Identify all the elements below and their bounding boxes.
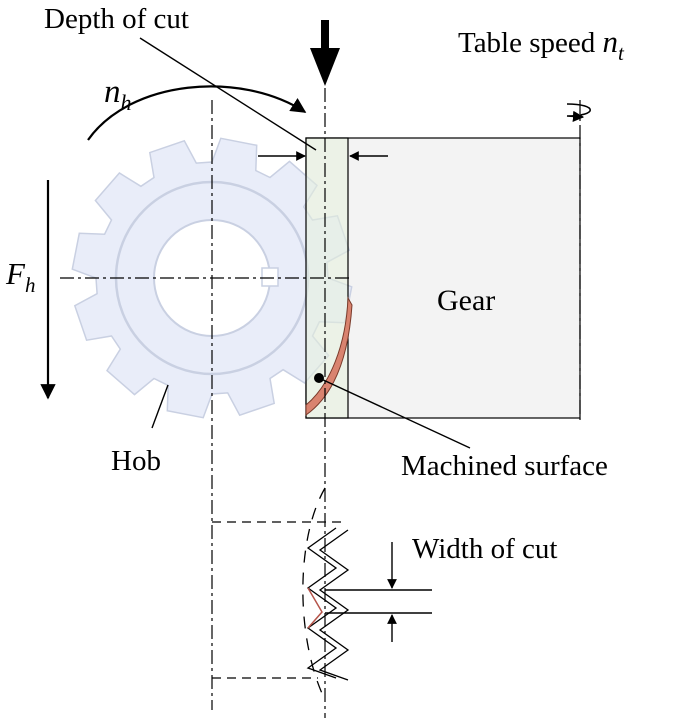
hob-label: Hob	[111, 445, 161, 477]
depth-of-cut-dimension	[139, 37, 388, 161]
gear-block	[305, 137, 581, 419]
feed-label: Fh	[5, 256, 35, 297]
gear-label: Gear	[437, 284, 495, 317]
tooth-profile-detail	[212, 487, 350, 701]
machined-surface-label: Machined surface	[401, 450, 608, 482]
hob-leader	[151, 384, 169, 429]
machined-surface-leader	[314, 373, 471, 449]
width-of-cut-label: Width of cut	[412, 533, 557, 565]
table-speed-label: Table speed nt	[458, 24, 625, 65]
hob-keyway	[261, 267, 279, 287]
depth-of-cut-label: Depth of cut	[44, 3, 189, 35]
machined-surface-region	[305, 296, 353, 416]
infeed-arrow	[310, 20, 340, 86]
hob-speed-label: nh	[104, 74, 132, 115]
hob-rotation-arrow	[87, 85, 307, 141]
table-rotation-icon	[566, 103, 591, 122]
width-of-cut-dimension	[325, 542, 432, 642]
